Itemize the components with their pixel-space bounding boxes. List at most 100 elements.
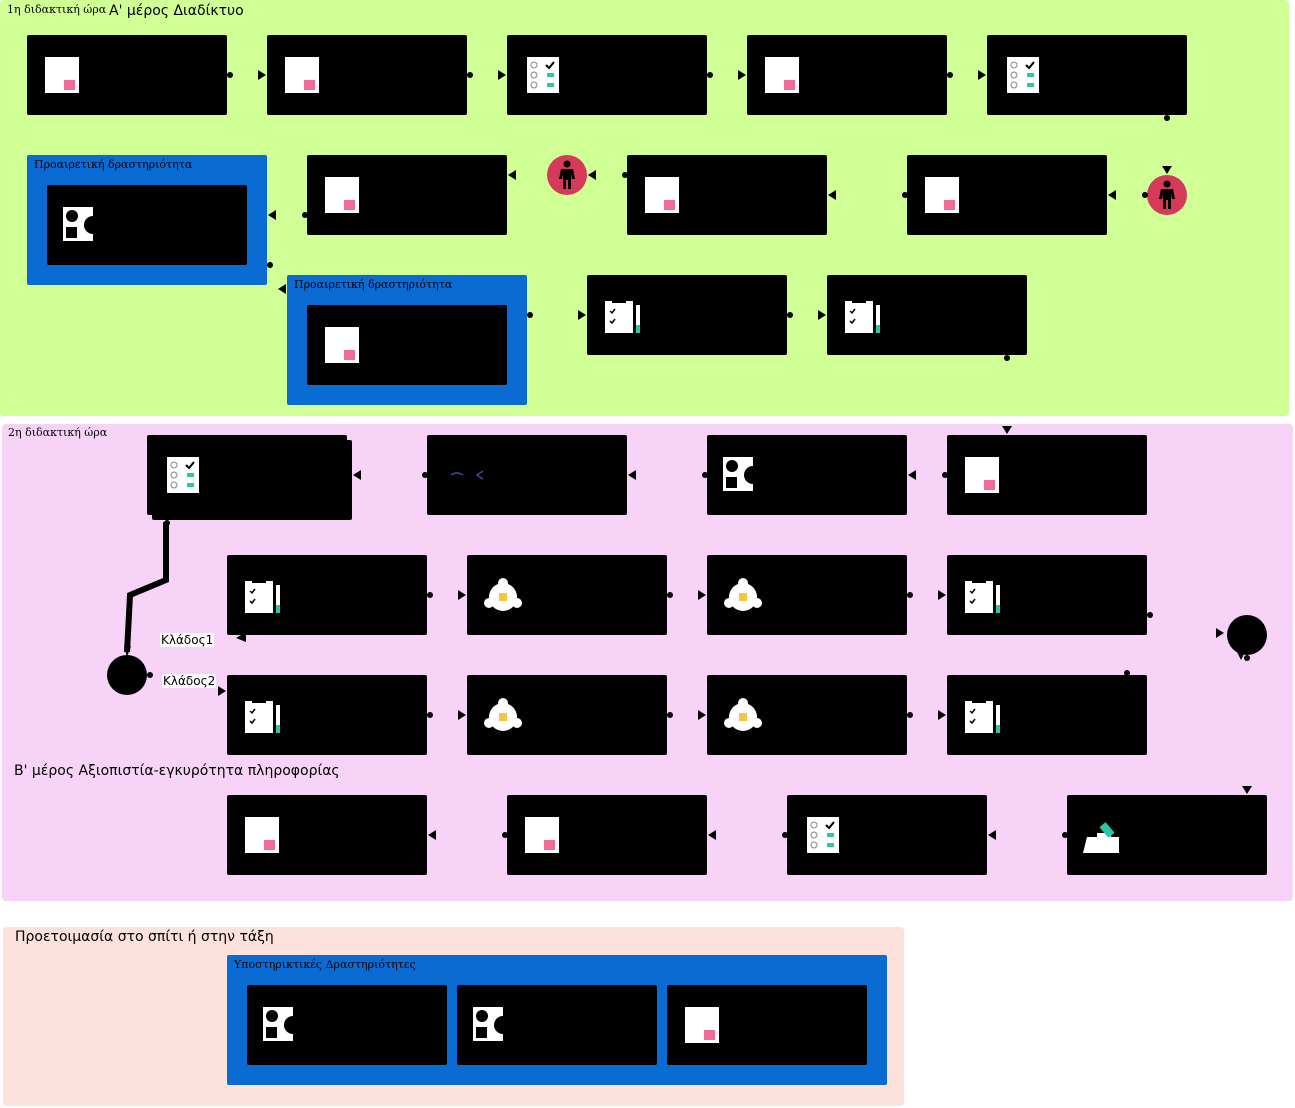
activity-checklist[interactable] (147, 435, 347, 515)
activity-page[interactable] (667, 985, 867, 1065)
activity-arrows[interactable] (427, 435, 627, 515)
connector-dot (907, 712, 913, 718)
arrow-right (938, 710, 946, 720)
activity-chat[interactable] (467, 675, 667, 755)
shapes-icon (263, 1007, 302, 1041)
arrow-right (578, 310, 586, 320)
section-label: 1η διδακτική ώρα (7, 3, 107, 16)
arrow-left (268, 210, 276, 220)
converge-node-tail (1236, 650, 1246, 660)
clipboard-icon (965, 697, 1000, 733)
arrow-left (353, 470, 361, 480)
shapes-icon (723, 457, 762, 491)
activity-checklist[interactable] (507, 35, 707, 115)
arrow-left (428, 830, 436, 840)
connector-dot (227, 72, 233, 78)
checklist-icon (1007, 57, 1039, 93)
connector-dot (164, 520, 170, 526)
activity-chat[interactable] (707, 555, 907, 635)
activity-page[interactable] (507, 795, 707, 875)
arrow-down (1162, 166, 1172, 174)
arrow-right (978, 70, 986, 80)
activity-chat[interactable] (707, 675, 907, 755)
person-icon (559, 160, 575, 189)
person-icon (1159, 180, 1175, 209)
page-icon (685, 1007, 719, 1043)
activity-checklist[interactable] (987, 35, 1187, 115)
activity-page[interactable] (747, 35, 947, 115)
page-icon (525, 817, 559, 853)
activity-page[interactable] (307, 155, 507, 235)
activity-shapes[interactable] (457, 985, 657, 1065)
arrows-icon (450, 470, 483, 480)
activity-page[interactable] (227, 795, 427, 875)
arrow-left (708, 830, 716, 840)
connector-dot (427, 712, 433, 718)
connector-dot (302, 212, 308, 218)
activity-clipboard[interactable] (227, 555, 427, 635)
group-label: Υποστηρικτικές Δραστηριότητες (234, 958, 416, 971)
activity-clipboard[interactable] (827, 275, 1027, 355)
activity-page[interactable] (27, 35, 227, 115)
connector-dot (502, 832, 508, 838)
activity-chat[interactable] (467, 555, 667, 635)
connector-dot (667, 712, 673, 718)
branch-label-2: Κλάδος2 (162, 674, 217, 688)
activity-clipboard[interactable] (947, 675, 1147, 755)
page-icon (325, 177, 359, 213)
connector-dot (1142, 192, 1148, 198)
chat-icon (484, 578, 522, 611)
activity-page[interactable] (627, 155, 827, 235)
clipboard-icon (245, 577, 280, 613)
arrow-right (1216, 628, 1224, 638)
activity-submit[interactable] (1067, 795, 1267, 875)
activity-shapes[interactable] (47, 185, 247, 265)
converge-node[interactable] (1227, 615, 1267, 655)
connector-dot (702, 472, 708, 478)
connector-dot (1124, 670, 1130, 676)
page-icon (965, 457, 999, 493)
arrow-right (458, 590, 466, 600)
chat-icon (724, 698, 762, 731)
shapes-icon (473, 1007, 512, 1041)
activity-page[interactable] (907, 155, 1107, 235)
section-title: Προετοιμασία στο σπίτι ή στην τάξη (15, 929, 274, 945)
page-icon (325, 327, 359, 363)
connector-dot (667, 592, 673, 598)
arrow-left (1108, 190, 1116, 200)
activity-shapes[interactable] (707, 435, 907, 515)
activity-clipboard[interactable] (947, 555, 1147, 635)
arrow-right (258, 70, 266, 80)
activity-page[interactable] (947, 435, 1147, 515)
connector-dot (427, 592, 433, 598)
connector-dot (942, 472, 948, 478)
activity-page[interactable] (267, 35, 467, 115)
group-label: Προαιρετική δραστηριότητα (294, 278, 453, 291)
connector-dot (1244, 655, 1250, 661)
activity-shapes[interactable] (247, 985, 447, 1065)
activity-clipboard[interactable] (587, 275, 787, 355)
person-node[interactable] (1147, 175, 1187, 215)
shapes-icon (63, 207, 102, 241)
connector-dot (1147, 612, 1153, 618)
checklist-icon (807, 817, 839, 853)
arrow-left (908, 470, 916, 480)
clipboard-icon (965, 577, 1000, 613)
connector-dot (1004, 355, 1010, 361)
arrow-right (458, 710, 466, 720)
connector-dot (422, 472, 428, 478)
activity-clipboard[interactable] (227, 675, 427, 755)
arrow-left (988, 830, 996, 840)
branch-node[interactable] (107, 655, 147, 695)
person-node[interactable] (547, 155, 587, 195)
arrow-left (628, 470, 636, 480)
branch-label-1: Κλάδος1 (160, 633, 215, 647)
activity-checklist[interactable] (787, 795, 987, 875)
activity-page[interactable] (307, 305, 507, 385)
page-icon (645, 177, 679, 213)
connector-dot (787, 312, 793, 318)
arrow-left (278, 284, 286, 294)
chat-icon (484, 698, 522, 731)
arrow-right (698, 590, 706, 600)
connector-dot (707, 72, 713, 78)
